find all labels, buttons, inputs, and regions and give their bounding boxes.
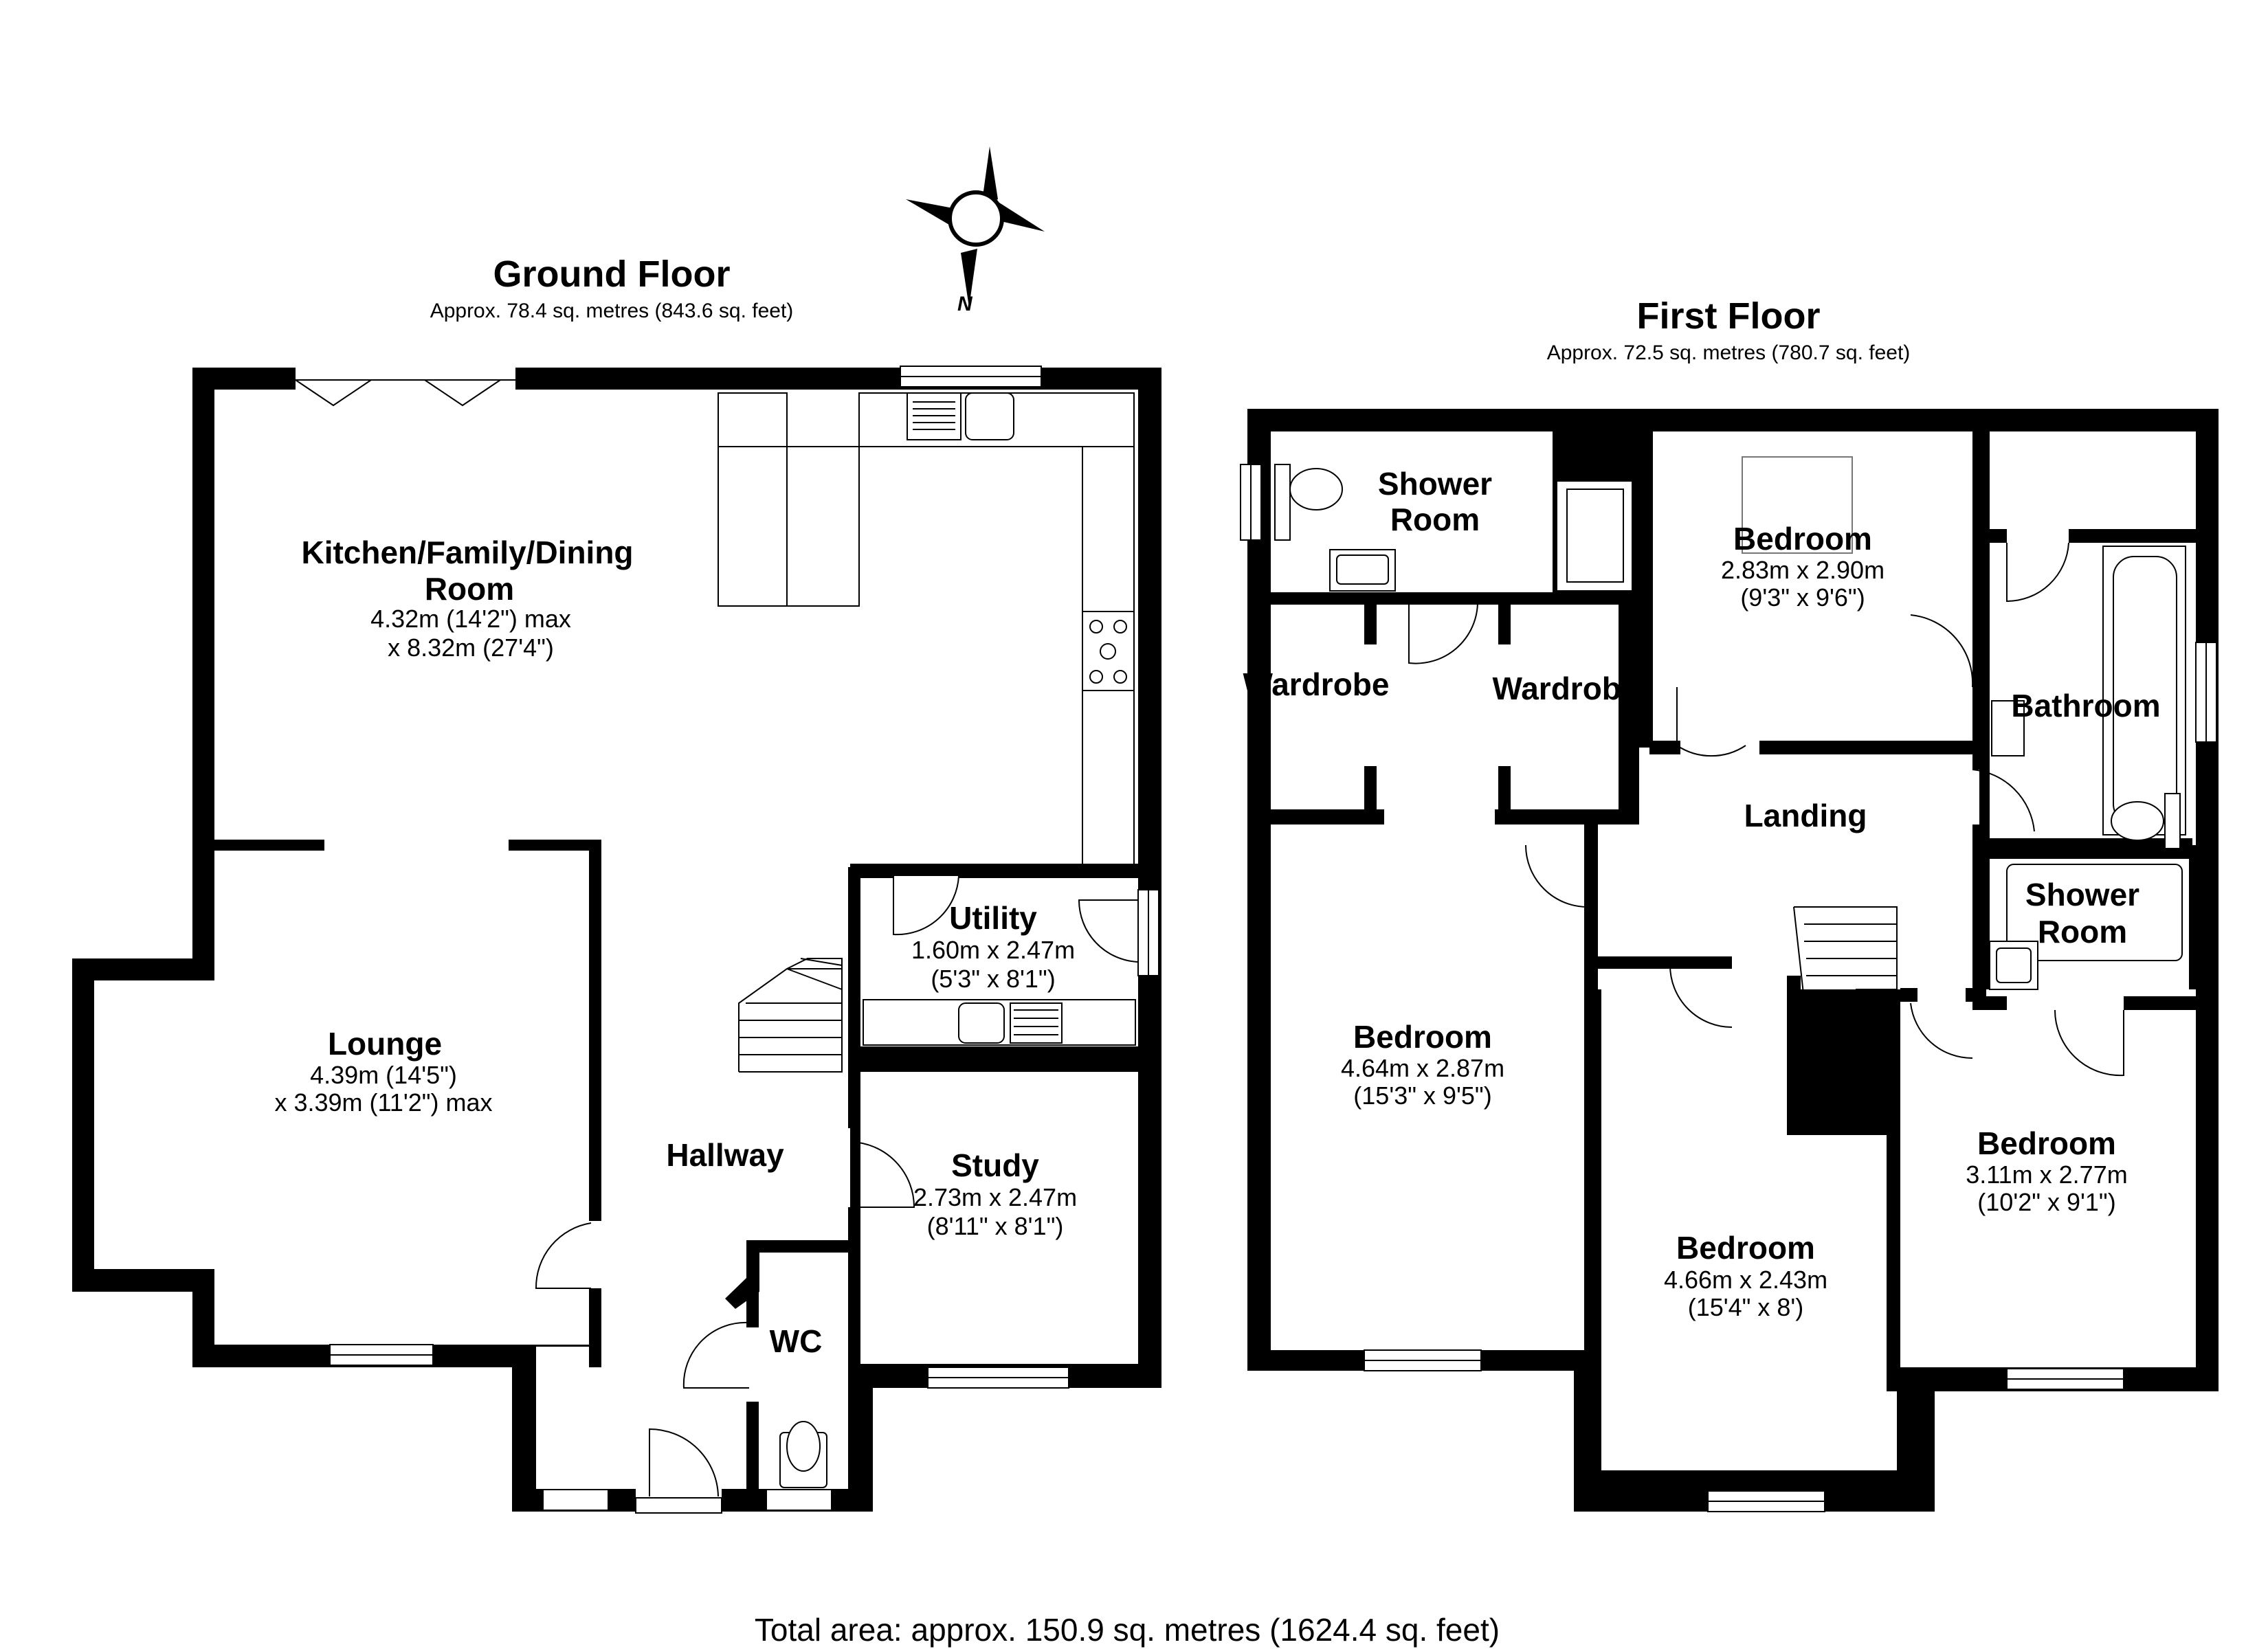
- bedroom-top-name: Bedroom: [1733, 521, 1872, 557]
- compass-north-label: N: [957, 293, 973, 315]
- wc-name: WC: [770, 1323, 823, 1359]
- kitchen-dim-line2: x 8.32m (27'4"): [388, 633, 554, 662]
- ground-floor-title: Ground Floor: [493, 254, 731, 295]
- first-floor-title: First Floor: [1637, 295, 1821, 337]
- kitchen-dim-line1: 4.32m (14'2") max: [370, 605, 571, 633]
- landing-name: Landing: [1744, 798, 1867, 833]
- kitchen-name-line2: Room: [425, 571, 514, 607]
- bedroom-middle-dim-line1: 4.66m x 2.43m: [1664, 1266, 1827, 1294]
- shower-room-2-name-line1: Shower: [2025, 877, 2139, 912]
- lounge-dim-line1: 4.39m (14'5"): [310, 1061, 457, 1089]
- wardrobe-right-name: Wardrobe: [1493, 671, 1639, 706]
- shower-room-1-name-line1: Shower: [1378, 466, 1492, 502]
- first-floor-plan: [1240, 409, 2219, 1512]
- bedroom-middle-name: Bedroom: [1676, 1230, 1815, 1266]
- bedroom-middle-dim-line2: (15'4" x 8'): [1688, 1293, 1804, 1321]
- ground-floor-plan: [72, 366, 1161, 1515]
- lounge-name: Lounge: [328, 1026, 442, 1062]
- compass-icon: [906, 146, 1045, 307]
- hallway-name: Hallway: [666, 1137, 784, 1173]
- first-floor-area: Approx. 72.5 sq. metres (780.7 sq. feet): [1547, 341, 1911, 364]
- bedroom-left-dim-line1: 4.64m x 2.87m: [1341, 1054, 1504, 1082]
- study-name: Study: [951, 1147, 1039, 1183]
- bedroom-left-name: Bedroom: [1353, 1019, 1492, 1055]
- bedroom-top-dim-line1: 2.83m x 2.90m: [1721, 556, 1885, 584]
- bedroom-right-dim-line1: 3.11m x 2.77m: [1966, 1160, 2127, 1189]
- bedroom-right-name: Bedroom: [1977, 1125, 2116, 1161]
- study-dim-line2: (8'11" x 8'1"): [927, 1212, 1064, 1240]
- lounge-dim-line2: x 3.39m (11'2") max: [274, 1088, 492, 1117]
- bathroom-name: Bathroom: [2011, 688, 2160, 723]
- wardrobe-left-name: Wardrobe: [1243, 666, 1390, 702]
- utility-dim-line1: 1.60m x 2.47m: [911, 936, 1075, 964]
- utility-dim-line2: (5'3" x 8'1"): [931, 965, 1055, 993]
- utility-name: Utility: [949, 900, 1037, 936]
- shower-room-1-name-line2: Room: [1390, 502, 1480, 537]
- bedroom-left-dim-line2: (15'3" x 9'5"): [1353, 1081, 1491, 1110]
- total-area: Total area: approx. 150.9 sq. metres (16…: [755, 1612, 1500, 1648]
- kitchen-name-line1: Kitchen/Family/Dining: [301, 535, 633, 570]
- ground-floor-area: Approx. 78.4 sq. metres (843.6 sq. feet): [430, 300, 794, 322]
- study-dim-line1: 2.73m x 2.47m: [913, 1183, 1077, 1211]
- shower-room-2-name-line2: Room: [2038, 914, 2127, 950]
- bedroom-top-dim-line2: (9'3" x 9'6"): [1740, 583, 1865, 612]
- bedroom-right-dim-line2: (10'2" x 9'1"): [1977, 1188, 2115, 1216]
